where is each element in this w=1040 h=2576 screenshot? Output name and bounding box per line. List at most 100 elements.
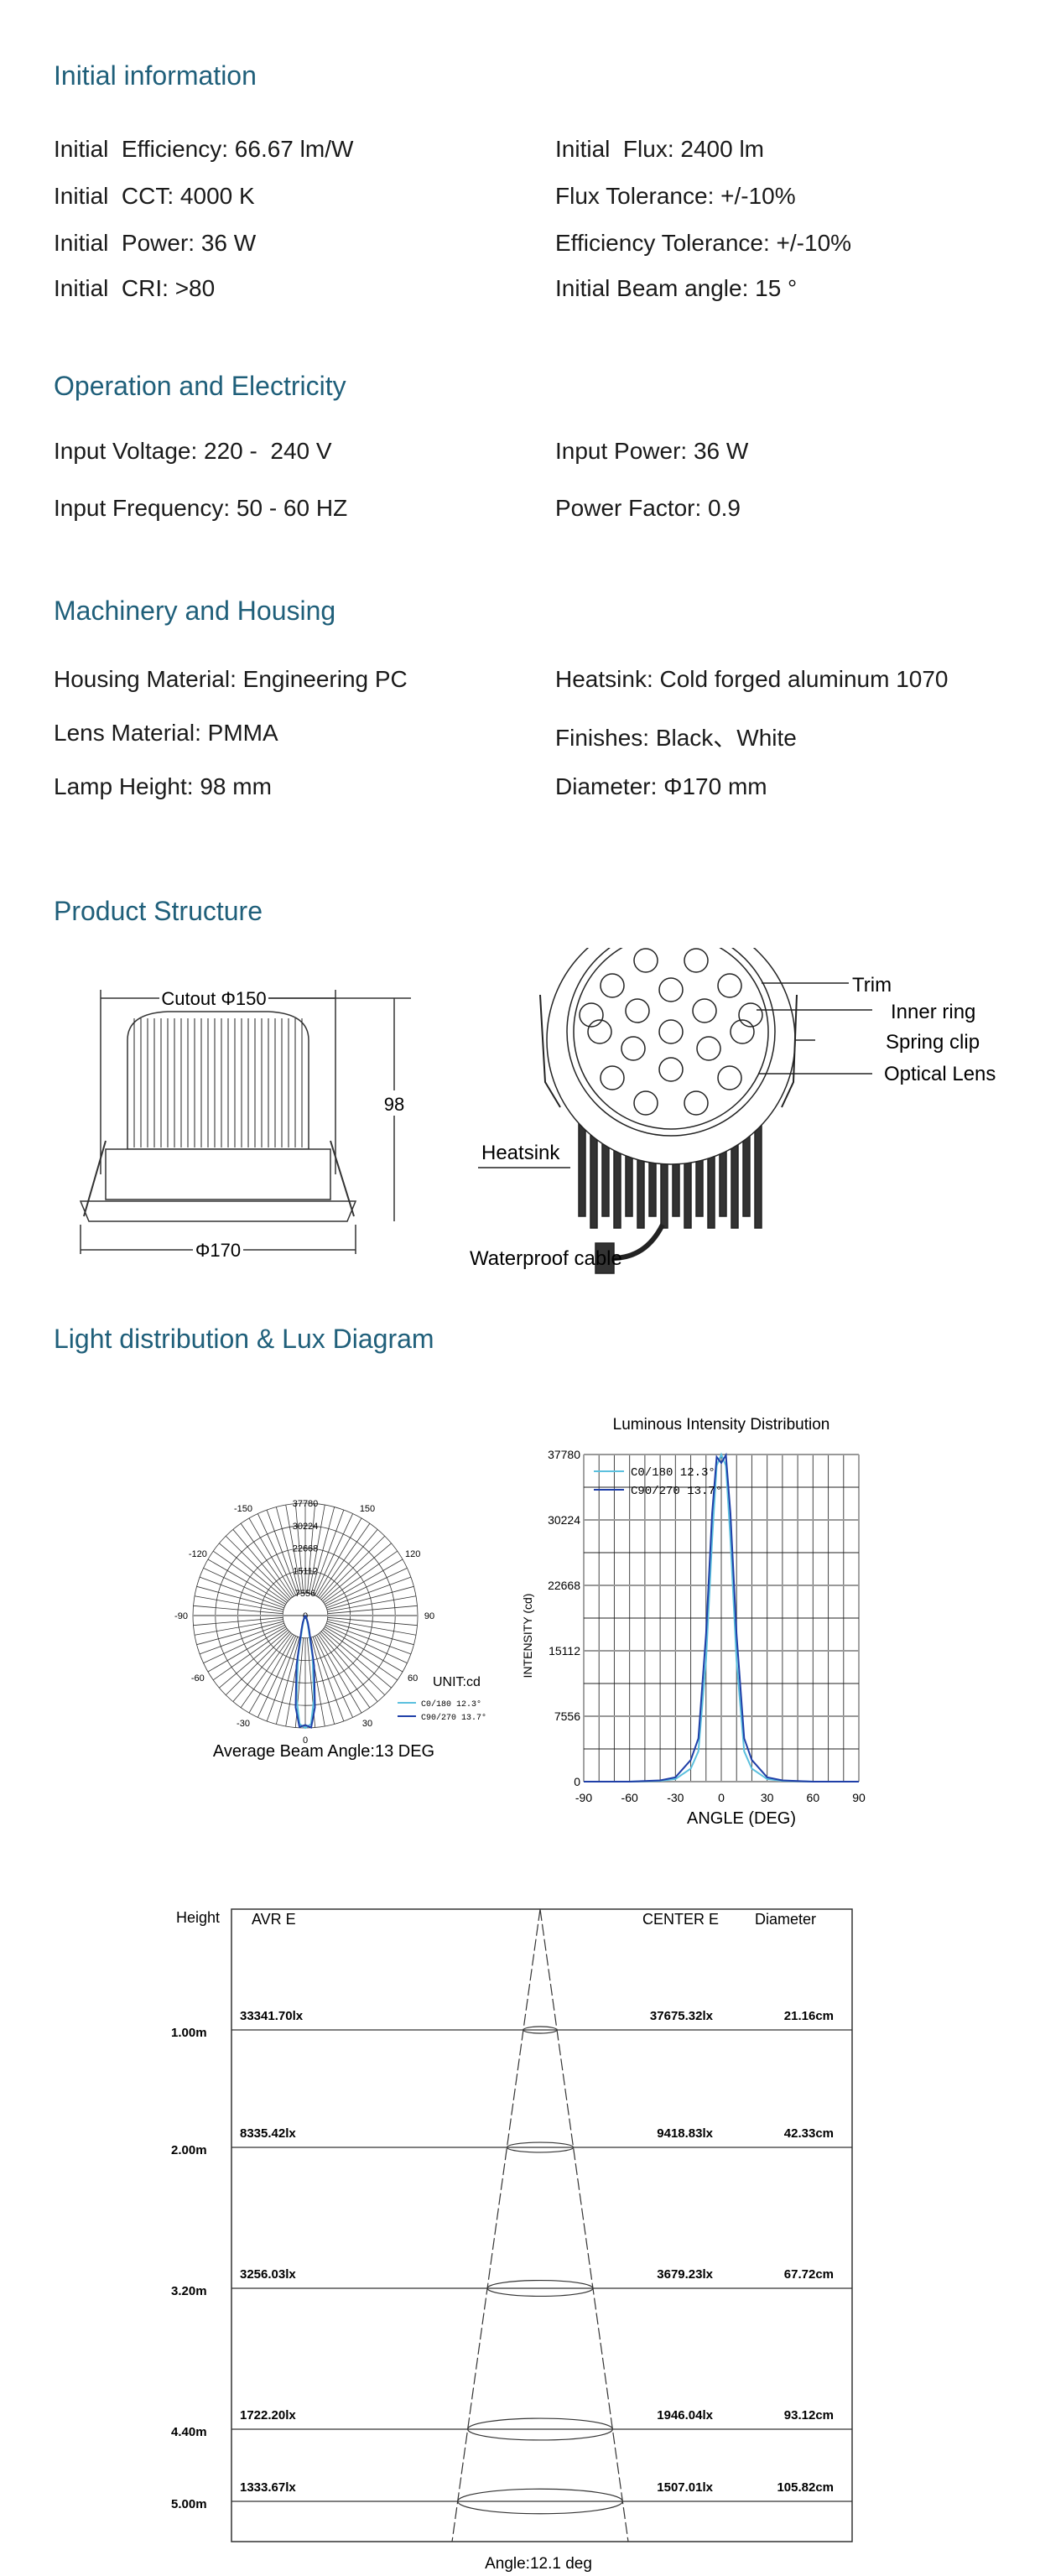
optical-lenses bbox=[579, 948, 763, 1116]
x-tick-label: 30 bbox=[761, 1791, 774, 1804]
x-tick-label: 0 bbox=[718, 1791, 725, 1804]
trim-ring bbox=[79, 1200, 357, 1222]
optical-lens bbox=[621, 1036, 646, 1061]
optical-lens bbox=[633, 1090, 658, 1116]
spec-flux: Initial Flux: 2400 lm bbox=[555, 136, 764, 162]
beam-ellipse bbox=[457, 2488, 623, 2515]
y-tick-label: 30224 bbox=[548, 1513, 580, 1527]
center-e-value: 1946.04lx bbox=[657, 2408, 713, 2422]
polar-spoke bbox=[203, 1624, 285, 1663]
polar-spoke bbox=[232, 1529, 292, 1599]
polar-spoke bbox=[326, 1621, 414, 1646]
polar-spoke bbox=[207, 1559, 286, 1605]
optical-lens bbox=[717, 973, 742, 998]
polar-ring-label: 7556 bbox=[295, 1589, 315, 1599]
section-product-structure: Product Structure bbox=[54, 896, 263, 926]
polar-angle-label: 0 bbox=[303, 1736, 308, 1746]
optical-lens bbox=[633, 948, 658, 973]
cable bbox=[611, 1223, 665, 1261]
label-inner-ring: Inner ring bbox=[891, 1001, 975, 1023]
polar-ring-label: 30224 bbox=[293, 1522, 319, 1532]
lux-header-diameter: Diameter bbox=[755, 1911, 816, 1928]
optical-lens bbox=[684, 948, 709, 973]
polar-spoke bbox=[312, 1509, 345, 1595]
polar-spoke bbox=[327, 1616, 418, 1626]
lux-header-center: CENTER E bbox=[642, 1911, 719, 1928]
polar-spoke bbox=[325, 1568, 408, 1607]
beam-ellipse bbox=[506, 2141, 575, 2153]
polar-spoke bbox=[193, 1616, 283, 1626]
beam-ellipse bbox=[523, 2026, 558, 2034]
polar-spoke bbox=[318, 1633, 371, 1708]
polar-angle-label: -60 bbox=[191, 1673, 205, 1684]
polar-spoke bbox=[314, 1636, 353, 1718]
polar-spoke bbox=[314, 1513, 353, 1595]
polar-spoke bbox=[225, 1631, 290, 1696]
polar-spoke bbox=[275, 1637, 300, 1725]
spec-efficiency-tolerance: Efficiency Tolerance: +/-10% bbox=[555, 230, 852, 256]
polar-series-1 bbox=[294, 1615, 316, 1729]
polar-spoke bbox=[327, 1619, 417, 1636]
polar-angle-label: 120 bbox=[405, 1549, 420, 1559]
polar-spoke bbox=[266, 1637, 299, 1722]
beam-ellipse bbox=[467, 2417, 613, 2441]
x-tick-label: 90 bbox=[852, 1791, 866, 1804]
x-tick-label: -90 bbox=[575, 1791, 592, 1804]
x-axis-label: ANGLE (DEG) bbox=[687, 1809, 796, 1828]
y-tick-label: 0 bbox=[574, 1775, 580, 1788]
center-e-value: 9418.83lx bbox=[657, 2126, 713, 2141]
polar-ring-label: 37780 bbox=[293, 1499, 319, 1509]
label-heatsink: Heatsink bbox=[481, 1142, 560, 1164]
spec-beam-angle: Initial Beam angle: 15 ° bbox=[555, 275, 798, 301]
label-waterproof-cable: Waterproof cable bbox=[470, 1247, 622, 1270]
optical-lens bbox=[658, 977, 684, 1002]
polar-spoke bbox=[248, 1635, 294, 1714]
polar-spoke bbox=[312, 1637, 345, 1722]
intensity-series-1 bbox=[584, 1452, 859, 1782]
x-tick-label: -30 bbox=[667, 1791, 684, 1804]
polar-spoke bbox=[196, 1585, 284, 1611]
polar-spoke bbox=[323, 1550, 398, 1603]
spec-heatsink: Heatsink: Cold forged aluminum 1070 bbox=[555, 666, 949, 692]
polar-angle-label: 90 bbox=[424, 1611, 434, 1621]
polar-spoke bbox=[199, 1622, 284, 1655]
polar-angle-label: -90 bbox=[174, 1611, 188, 1621]
section-operation-electricity: Operation and Electricity bbox=[54, 371, 346, 401]
polar-spoke bbox=[325, 1624, 408, 1663]
polar-spoke bbox=[257, 1513, 297, 1595]
optical-lens bbox=[730, 1019, 755, 1044]
heatsink-fin bbox=[754, 1115, 762, 1229]
spec-efficiency: Initial Efficiency: 66.67 lm/W bbox=[54, 136, 354, 162]
optical-lens bbox=[738, 1002, 763, 1028]
x-tick-label: 60 bbox=[807, 1791, 820, 1804]
polar-angle-label: -120 bbox=[189, 1549, 207, 1559]
polar-angle-label: 60 bbox=[408, 1673, 418, 1684]
lux-header-avr: AVR E bbox=[252, 1911, 296, 1928]
spec-cct: Initial CCT: 4000 K bbox=[54, 183, 255, 209]
y-tick-label: 15112 bbox=[549, 1644, 580, 1657]
spec-input-frequency: Input Frequency: 50 - 60 HZ bbox=[54, 495, 348, 521]
diameter-value: 105.82cm bbox=[777, 2480, 834, 2495]
polar-ring-label: 22668 bbox=[293, 1544, 319, 1554]
cable-connector bbox=[595, 1242, 615, 1274]
polar-spoke bbox=[193, 1605, 283, 1615]
center-e-value: 37675.32lx bbox=[650, 2009, 714, 2023]
spec-lamp-height: Lamp Height: 98 mm bbox=[54, 773, 272, 799]
polar-spoke bbox=[196, 1621, 284, 1646]
spec-cri: Initial CRI: >80 bbox=[54, 275, 216, 301]
avr-e-value: 1333.67lx bbox=[240, 2480, 296, 2495]
polar-spoke bbox=[219, 1629, 289, 1689]
optical-lens bbox=[600, 973, 625, 998]
section-initial-information: Initial information bbox=[54, 60, 257, 91]
polar-angle-label: -150 bbox=[234, 1504, 252, 1514]
height-label: 98 bbox=[384, 1094, 404, 1115]
polar-caption: Average Beam Angle:13 DEG bbox=[213, 1742, 434, 1761]
polar-spoke bbox=[203, 1568, 285, 1607]
beam-ellipse bbox=[486, 2279, 594, 2298]
spec-flux-tolerance: Flux Tolerance: +/-10% bbox=[555, 183, 796, 209]
intensity-chart-title: Luminous Intensity Distribution bbox=[613, 1416, 830, 1434]
label-optical-lens: Optical Lens bbox=[884, 1063, 996, 1085]
polar-spoke bbox=[326, 1576, 412, 1609]
heatsink-fins bbox=[578, 1115, 762, 1229]
